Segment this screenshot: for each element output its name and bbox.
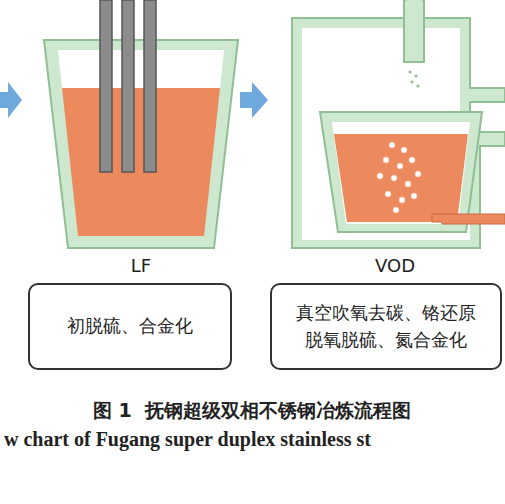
- flow-arrow: [0, 82, 22, 118]
- process-box: 初脱硫、合金化: [28, 283, 232, 370]
- equipment-label: LF: [131, 255, 151, 276]
- lf-ladle: [44, 40, 238, 248]
- figure-caption: 图 1 抚钢超级双相不锈钢冶炼流程图: [93, 398, 411, 424]
- process-box: 真空吹氧去碳、铬还原 脱氧脱硫、氮合金化: [270, 283, 502, 370]
- equipment-label: VOD: [375, 255, 415, 276]
- lf-electrodes: [100, 0, 156, 172]
- vod-chamber: [292, 0, 505, 248]
- step-text: 真空吹氧去碳、铬还原 脱氧脱硫、氮合金化: [291, 300, 482, 352]
- oxygen-jet: [408, 70, 419, 87]
- argon-bubbles: [377, 142, 421, 213]
- step-text: 初脱硫、合金化: [67, 313, 193, 339]
- caption-english: w chart of Fugang super duplex stainless…: [4, 428, 371, 451]
- flow-arrow: [240, 82, 268, 118]
- argon-pipe: [432, 214, 505, 224]
